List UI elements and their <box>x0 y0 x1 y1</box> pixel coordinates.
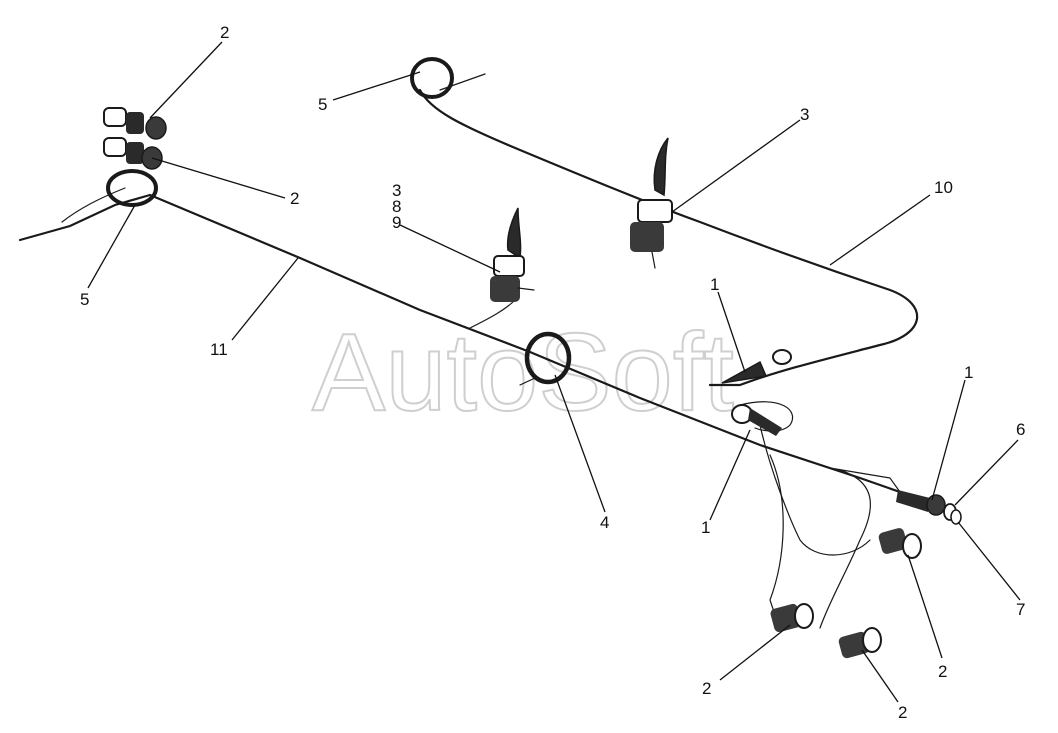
grommet-top <box>410 57 454 99</box>
connector-top-left-1 <box>103 107 167 140</box>
socket-2-bottom-left <box>770 603 814 633</box>
connector-1-right <box>896 490 946 516</box>
callout-11: 11 <box>210 340 228 359</box>
callout-9-stack: 9 <box>392 213 401 232</box>
wire-left-branch <box>61 187 126 223</box>
callout-2-mid: 2 <box>290 189 299 208</box>
leader-6 <box>954 439 1019 506</box>
grommet-center <box>524 331 572 385</box>
callout-2-bottom-right: 2 <box>898 703 907 722</box>
callout-5-top: 5 <box>318 95 327 114</box>
leader-3-8-9 <box>399 224 501 273</box>
callout-1-right: 1 <box>964 363 973 382</box>
wire-left-tail <box>18 193 152 242</box>
callout-10: 10 <box>934 178 953 197</box>
callout-4: 4 <box>600 513 609 532</box>
wire-10-tail <box>439 73 486 91</box>
wire-loop-c <box>819 469 871 629</box>
callout-1-upper: 1 <box>710 275 719 294</box>
wire-branch-right <box>829 467 901 493</box>
wire-loop-b <box>769 454 784 616</box>
callout-2-right: 2 <box>938 662 947 681</box>
wire-sensor-left <box>469 299 516 329</box>
callout-2-top: 2 <box>220 23 229 42</box>
leader-2-mid <box>151 157 286 199</box>
callout-3-stack: 3 <box>392 181 401 200</box>
leader-7 <box>957 521 1021 601</box>
grommet-left <box>106 169 158 207</box>
leader-2-bottom-left <box>719 624 791 681</box>
socket-2-right <box>878 528 922 559</box>
wire-loop-d <box>739 401 794 432</box>
callout-1-lower: 1 <box>701 518 710 537</box>
leader-11 <box>231 257 299 341</box>
callout-7: 7 <box>1016 600 1025 619</box>
washer-7 <box>950 509 962 525</box>
leader-5-top <box>332 71 421 101</box>
connector-1-lower <box>731 404 782 436</box>
leader-4 <box>554 374 606 513</box>
callout-3-top: 3 <box>800 105 809 124</box>
leader-1-right <box>931 379 966 501</box>
leader-2-bottom-right <box>861 649 899 703</box>
sensor-3-upper <box>630 137 673 269</box>
leader-5-left <box>87 204 136 289</box>
leader-2-right <box>907 554 943 659</box>
leader-2-top <box>149 41 223 119</box>
wire-loop-a <box>759 424 871 556</box>
leader-10 <box>829 194 931 266</box>
wire-10 <box>418 88 919 387</box>
leader-1-upper <box>717 291 746 373</box>
callout-2-bottom-left: 2 <box>702 679 711 698</box>
connector-1-upper <box>721 349 792 384</box>
grommet-center-stub <box>519 377 536 386</box>
callout-5-left: 5 <box>80 290 89 309</box>
socket-2-bottom-right <box>838 627 882 659</box>
sensor-3-8-9 <box>490 207 535 302</box>
leader-3-top <box>671 119 801 213</box>
callout-6: 6 <box>1016 420 1025 439</box>
callout-8-stack: 8 <box>392 197 401 216</box>
watermark: AutoSoft <box>312 311 734 434</box>
wire-harness-11 <box>148 193 902 494</box>
connector-top-left-2 <box>103 137 163 170</box>
leader-1-lower <box>709 429 751 521</box>
